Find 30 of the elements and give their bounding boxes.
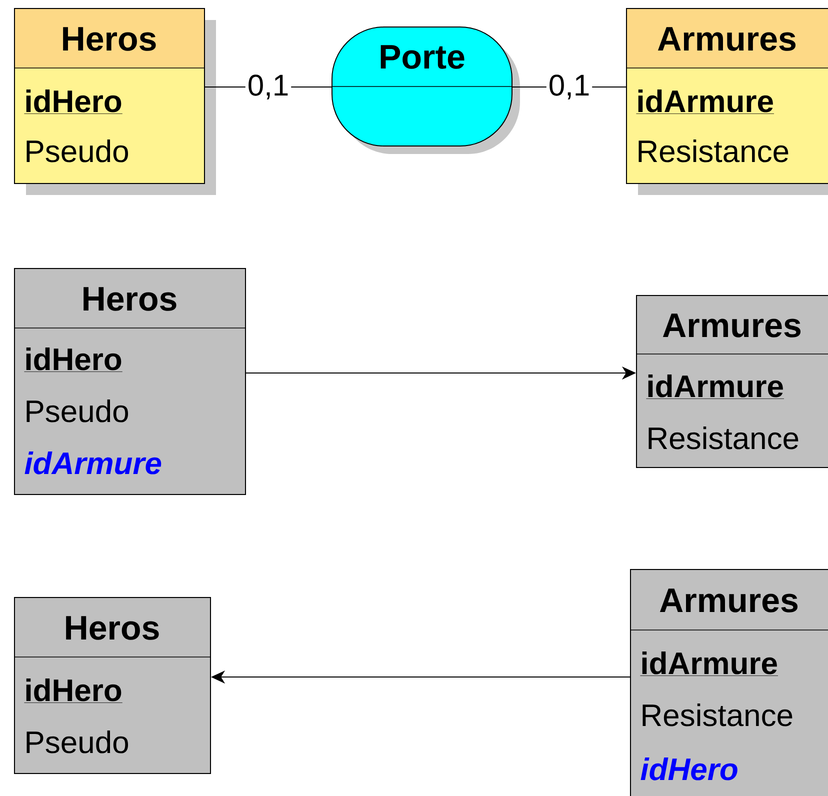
cardinality-label: 0,1: [546, 72, 592, 102]
attribute: Pseudo: [26, 730, 128, 754]
primary-key: idArmure: [646, 374, 784, 399]
entity-box: [14, 597, 211, 774]
entity-box: [14, 268, 246, 495]
cardinality-label: 0,1: [245, 72, 292, 102]
foreign-key: idArmure: [24, 452, 162, 474]
attribute: Pseudo: [26, 140, 128, 162]
primary-key: idArmure: [636, 90, 774, 114]
entity-name: Heros: [84, 287, 176, 311]
entity-box: [630, 569, 828, 796]
primary-key: idHero: [24, 348, 123, 372]
entity-name: Heros: [66, 616, 159, 640]
entity-name: Armures: [660, 588, 798, 612]
entity-name: Armures: [658, 27, 796, 51]
entity-box: [626, 8, 828, 195]
association-oval: [331, 26, 520, 154]
entity-box: [14, 8, 216, 195]
entity-name: Heros: [63, 27, 156, 51]
attribute: Pseudo: [26, 400, 128, 422]
association-name: Porte: [380, 45, 464, 69]
primary-key: idHero: [24, 678, 123, 703]
entity-box: [636, 295, 828, 468]
foreign-key: idHero: [640, 758, 738, 780]
attribute: Resistance: [642, 704, 792, 726]
primary-key: idHero: [24, 90, 123, 114]
attribute: Resistance: [648, 426, 798, 450]
primary-key: idArmure: [640, 652, 778, 676]
attribute: Resistance: [638, 140, 788, 162]
entity-name: Armures: [662, 314, 800, 338]
